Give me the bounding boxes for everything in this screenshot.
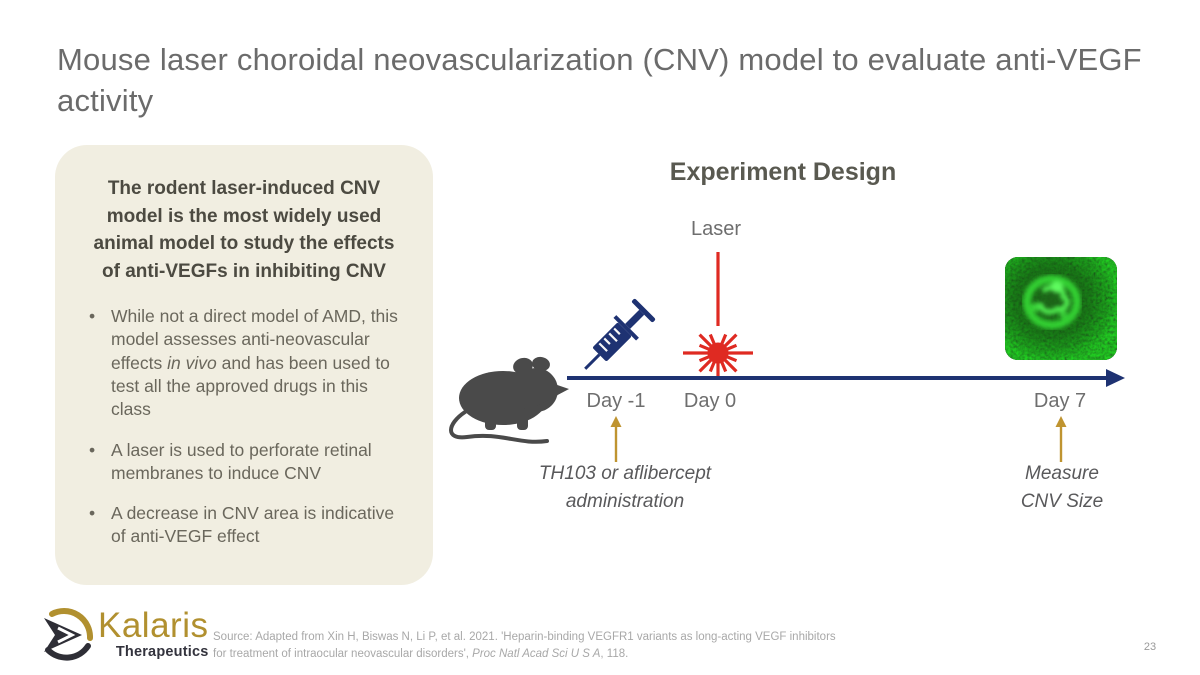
- bullet-text-italic: in vivo: [167, 352, 217, 373]
- logo-name-text: Kalaris: [98, 606, 209, 645]
- page-number: 23: [1143, 641, 1157, 653]
- experiment-design-heading: Experiment Design: [669, 158, 897, 186]
- bullet-item: While not a direct model of AMD, this mo…: [83, 305, 405, 421]
- laser-label: Laser: [690, 218, 742, 240]
- gold-up-arrow-icon: [1055, 416, 1067, 462]
- timeline-label-day0: Day 0: [683, 390, 737, 412]
- timeline-label-day7: Day 7: [1033, 390, 1087, 412]
- bullet-text: While not a direct model of AMD, this mo…: [111, 306, 398, 373]
- annotation-measure: Measure CNV Size: [982, 460, 1142, 515]
- source-citation: Source: Adapted from Xin H, Biswas N, Li…: [213, 629, 838, 662]
- annotation-administration: TH103 or aflibercept administration: [538, 463, 712, 512]
- source-text: , 118.: [600, 647, 629, 660]
- bullet-item: A laser is used to perforate retinal mem…: [83, 439, 405, 486]
- syringe-icon: [584, 298, 656, 370]
- annotation-measure-line1: Measure: [1025, 463, 1099, 484]
- bullet-text: A laser is used to perforate retinal mem…: [111, 439, 372, 483]
- timeline-label-day-minus1: Day -1: [586, 390, 646, 412]
- laser-burst-icon: [683, 252, 753, 379]
- logo-sub-text: Therapeutics: [115, 644, 209, 660]
- summary-heading: The rodent laser-induced CNV model is th…: [93, 178, 395, 282]
- mouse-silhouette-icon: [449, 356, 569, 444]
- kalaris-logo-icon: [44, 608, 94, 661]
- bullet-text: and has been used to test all the approv…: [111, 352, 390, 420]
- annotation-measure-line2: CNV Size: [1020, 490, 1104, 512]
- timeline-axis: [567, 376, 1109, 380]
- summary-bullet-list: While not a direct model of AMD, this mo…: [83, 305, 405, 548]
- kalaris-wordmark: Kalaris Therapeutics: [98, 608, 208, 660]
- timeline-arrowhead-icon: [1106, 369, 1125, 387]
- cnv-fluorescence-image: [1005, 257, 1117, 360]
- source-journal-italic: Proc Natl Acad Sci U S A: [472, 647, 601, 660]
- bullet-text: A decrease in CNV area is indicative of …: [111, 503, 395, 547]
- page-title: Mouse laser choroidal neovascularization…: [57, 42, 1142, 118]
- source-text: Source: Adapted from Xin H, Biswas N, Li…: [213, 631, 836, 660]
- bullet-item: A decrease in CNV area is indicative of …: [83, 502, 405, 549]
- summary-panel: The rodent laser-induced CNV model is th…: [55, 145, 433, 585]
- gold-up-arrow-icon: [610, 416, 622, 462]
